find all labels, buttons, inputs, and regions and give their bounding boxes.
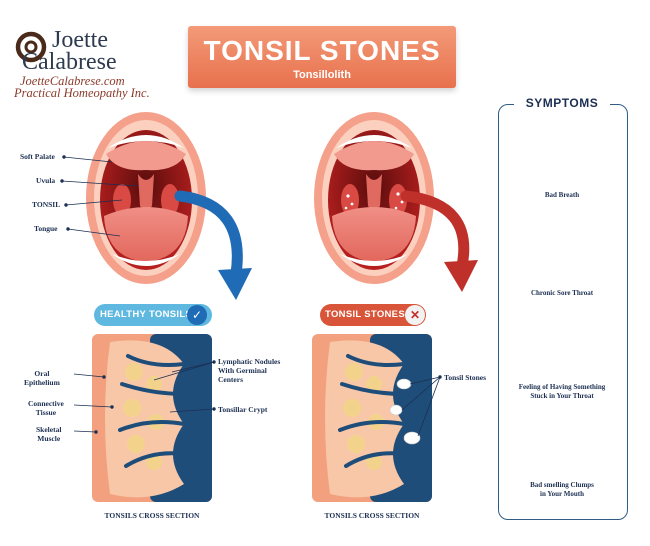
check-icon: ✓ bbox=[187, 305, 207, 325]
label-tonsil: TONSIL bbox=[32, 200, 61, 209]
logo: Joette Calabrese JoetteCalabrese.com Pra… bbox=[14, 27, 174, 100]
logo-company: Practical Homeopathy Inc. bbox=[14, 86, 150, 100]
healthy-tonsils-label: HEALTHY TONSILS bbox=[99, 309, 193, 320]
title-banner: TONSIL STONES Tonsillolith bbox=[188, 26, 456, 88]
logo-website: JoetteCalabrese.com bbox=[20, 74, 125, 88]
label-uvula: Uvula bbox=[36, 176, 56, 185]
label-soft-palate: Soft Palate bbox=[20, 152, 55, 161]
label-tonsillar-crypt: Tonsillar Crypt bbox=[218, 405, 268, 414]
tonsil-stones-badge: TONSIL STONES bbox=[320, 304, 426, 326]
title-sub: Tonsillolith bbox=[293, 69, 351, 81]
healthy-arrow bbox=[174, 190, 243, 280]
label-tongue: Tongue bbox=[34, 224, 58, 233]
tonsil-stone-marks bbox=[389, 378, 421, 445]
healthy-tonsils-badge: HEALTHY TONSILS bbox=[94, 304, 212, 326]
cross-icon: ✕ bbox=[405, 305, 425, 325]
title-main: TONSIL STONES bbox=[203, 35, 441, 66]
symptom-chronic-sore-throat: Chronic Sore Throat bbox=[530, 289, 594, 297]
stones-specks bbox=[344, 192, 404, 210]
label-tonsil-stones: Tonsil Stones bbox=[444, 373, 487, 382]
logo-swirl-icon bbox=[15, 31, 47, 63]
tonsil-stones-label: TONSIL STONES bbox=[325, 309, 405, 320]
caption-left-cross-section: TONSILS CROSS SECTION bbox=[104, 511, 200, 520]
caption-right-cross-section: TONSILS CROSS SECTION bbox=[324, 511, 420, 520]
cross-leader-lines bbox=[73, 360, 442, 437]
symptom-bad-breath: Bad Breath bbox=[544, 191, 580, 199]
symptoms-panel bbox=[498, 104, 628, 520]
stones-arrow bbox=[400, 190, 470, 272]
stones-cross-section bbox=[310, 332, 434, 504]
symptoms-heading: SYMPTOMS bbox=[514, 96, 610, 112]
mouth-leader-lines bbox=[60, 155, 139, 237]
healthy-cross-section bbox=[90, 332, 214, 504]
logo-name-line2: Calabrese bbox=[22, 49, 117, 75]
logo-name-line1: Joette bbox=[52, 27, 108, 53]
